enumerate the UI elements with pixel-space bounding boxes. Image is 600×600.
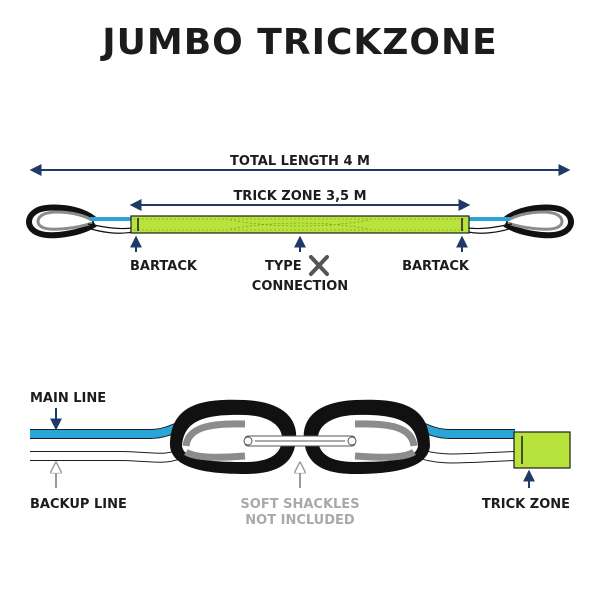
x-stitch-icon	[307, 253, 331, 278]
bartack-left-label: BARTACK	[130, 259, 198, 274]
connection-label: CONNECTION	[252, 279, 348, 294]
not-included-label: NOT INCLUDED	[245, 513, 355, 528]
right-loop	[467, 204, 574, 239]
trick-zone-block	[513, 431, 571, 469]
type-x-connection-callout: TYPE CONNECTION	[252, 235, 348, 294]
left-detail-loop	[170, 399, 297, 474]
soft-shackles-callout: SOFT SHACKLES NOT INCLUDED	[240, 464, 360, 528]
bartack-right-callout: BARTACK	[402, 235, 470, 274]
trick-zone-label: TRICK ZONE	[482, 497, 570, 512]
type-label: TYPE	[265, 259, 302, 274]
trick-zone-callout: TRICK ZONE	[482, 469, 570, 512]
bottom-detail	[30, 399, 571, 474]
trick-zone-length-label: TRICK ZONE 3,5 M	[233, 189, 366, 204]
soft-shackle-icon	[243, 435, 357, 447]
main-line-label: MAIN LINE	[30, 391, 106, 406]
left-loop	[26, 204, 133, 239]
soft-shackles-label: SOFT SHACKLES	[240, 497, 359, 512]
total-length-dimension: TOTAL LENGTH 4 M	[29, 152, 571, 176]
right-detail-loop	[303, 399, 430, 474]
bartack-right-label: BARTACK	[402, 259, 470, 274]
top-slackline	[26, 204, 574, 239]
trick-zone-dimension: TRICK ZONE 3,5 M	[129, 186, 471, 211]
trick-zone-webbing	[130, 215, 470, 234]
bartack-left-callout: BARTACK	[130, 235, 198, 274]
main-line-callout: MAIN LINE	[30, 391, 106, 431]
page-title: JUMBO TRICKZONE	[102, 22, 498, 63]
backup-line-callout: BACKUP LINE	[30, 464, 127, 512]
backup-line-label: BACKUP LINE	[30, 497, 127, 512]
total-length-label: TOTAL LENGTH 4 M	[230, 154, 370, 169]
